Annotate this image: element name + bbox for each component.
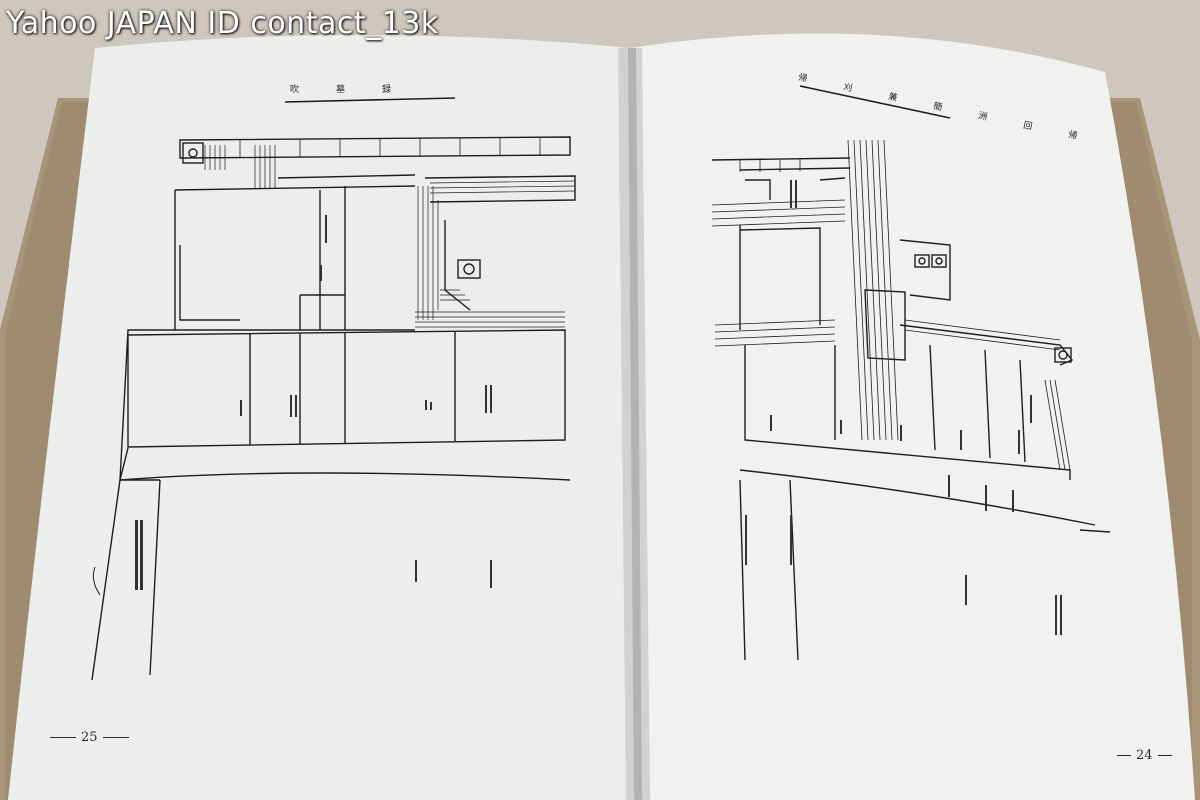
right-page	[630, 33, 1195, 800]
left-floor-plan	[91, 97, 576, 681]
watermark-text: Yahoo JAPAN ID contact_13k	[6, 6, 439, 41]
right-page-number: 24	[1112, 748, 1177, 763]
right-page-number-value: 24	[1136, 748, 1153, 763]
left-page-number-value: 25	[81, 730, 98, 745]
left-page-header: 吹 墓 録	[290, 85, 406, 95]
left-plan-labels	[135, 215, 492, 590]
left-page-number: 25	[45, 730, 134, 745]
right-floor-plan	[711, 85, 1111, 661]
right-plan-labels	[745, 180, 1062, 635]
left-page	[8, 35, 640, 800]
